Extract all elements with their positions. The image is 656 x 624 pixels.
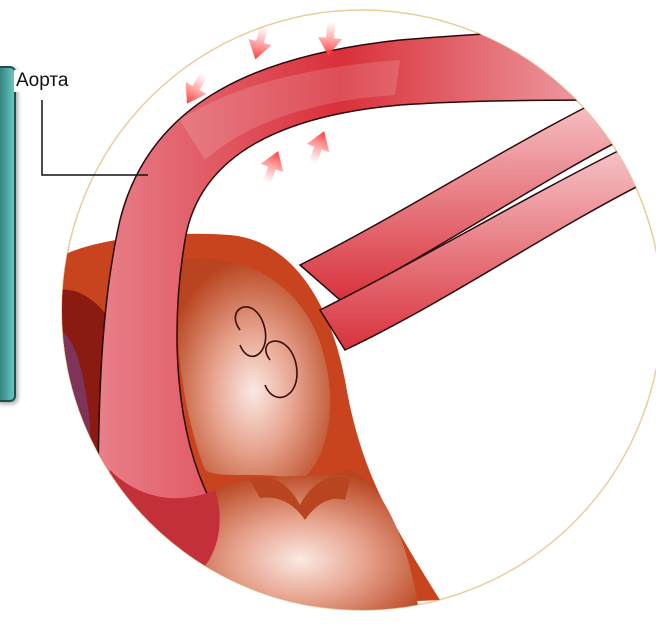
aorta-label: Аорта bbox=[14, 70, 70, 92]
side-panel bbox=[0, 66, 16, 402]
